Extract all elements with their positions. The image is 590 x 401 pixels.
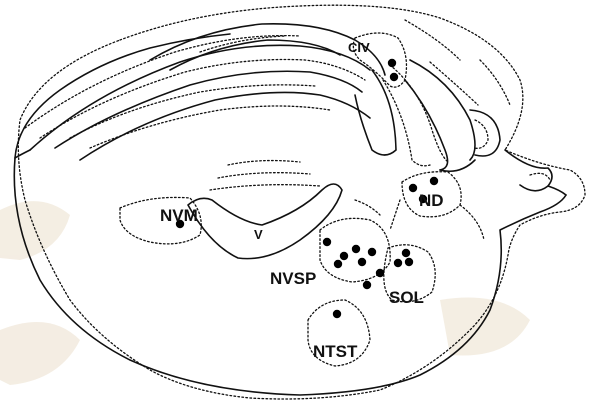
neuron-marker [358, 258, 366, 266]
neuron-marker [334, 260, 342, 268]
neuron-marker [430, 177, 438, 185]
background-watermark [0, 201, 530, 385]
neuron-marker [405, 258, 413, 266]
neuron-marker [394, 259, 402, 267]
label-ventricle: V [254, 227, 263, 242]
fourth-ventricle [188, 184, 342, 259]
neuron-marker [333, 310, 341, 318]
cerebellar-folia-dotted [25, 20, 550, 180]
neuron-marker [388, 59, 396, 67]
label-ntst: NTST [313, 342, 358, 361]
neuron-marker [340, 252, 348, 260]
ventricle-roof-lines [210, 161, 320, 190]
cerebellar-folia [15, 24, 566, 195]
label-sol: SOL [389, 288, 424, 307]
region-labels: CIV NVM V ND NVSP SOL NTST [160, 40, 444, 361]
neuron-marker [363, 281, 371, 289]
neuron-marker [409, 184, 417, 192]
neuron-marker [323, 238, 331, 246]
label-civ: CIV [348, 40, 370, 55]
neuron-marker [368, 248, 376, 256]
label-nvm: NVM [160, 206, 198, 225]
outer-solid-boundary [15, 34, 230, 158]
neuron-marker [376, 269, 384, 277]
neuron-marker [352, 245, 360, 253]
label-nvsp: NVSP [270, 269, 316, 288]
neuron-marker [402, 249, 410, 257]
label-nd: ND [419, 191, 444, 210]
neuron-marker [390, 73, 398, 81]
